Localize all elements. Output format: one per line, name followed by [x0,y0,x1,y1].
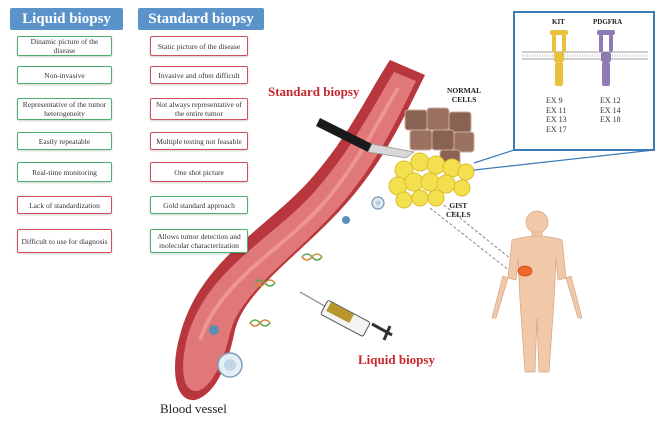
liquid-biopsy-item: Non-invasive [17,66,112,84]
standard-biopsy-label: Standard biopsy [268,84,360,99]
kit-exon: EX 11 [546,105,567,115]
standard-biopsy-item: Allows tumor detection and molecular cha… [150,229,248,253]
kit-label: KIT [552,18,565,26]
stomach-tumor-icon [517,265,533,277]
standard-biopsy-item: One shot picture [150,162,248,182]
pdgfra-exon: EX 14 [600,105,621,115]
standard-biopsy-item: Gold standard approach [150,196,248,214]
standard-biopsy-item: Static picture of the disease [150,36,248,56]
liquid-biopsy-item: Easily repeatable [17,132,112,150]
liquid-biopsy-item: Real-time monitoring [17,162,112,182]
human-body-icon [491,210,583,373]
kit-exon: EX 13 [546,115,567,124]
liquid-biopsy-item: Dinamic picture of the disease [17,36,112,56]
syringe-icon [299,291,393,341]
kit-exon-list: EX 9 EX 11 EX 13 EX 17 [546,96,567,134]
receptor-inset [513,11,655,151]
scalpel-icon [316,118,415,159]
pdgfra-label: PDGFRA [593,18,623,26]
pdgfra-exon-list: EX 12 EX 14 EX 18 [600,96,621,125]
standard-biopsy-item: Invasive and often difficult [150,66,248,84]
liquid-biopsy-item: Representative of the tumor heterogeneit… [17,98,112,120]
pdgfra-receptor-icon [597,30,615,86]
liquid-biopsy-item: Difficult to use for diagnosis [17,229,112,253]
pdgfra-exon: EX 18 [600,115,621,124]
zoom-lines [429,149,655,276]
circulating-cells [209,196,385,378]
liquid-biopsy-label: Liquid biopsy [358,352,435,367]
liquid-biopsy-header: Liquid biopsy [10,8,123,30]
standard-biopsy-item: Not always representative of the entire … [150,98,248,120]
dna-fragment-icon [249,253,323,327]
normal-cells-label: NORMAL CELLS [447,86,482,104]
gist-cells-label: GIST CELLS [446,201,471,219]
kit-exon: EX 17 [546,124,567,134]
kit-exon: EX 9 [546,96,563,105]
blood-vessel-label: Blood vessel [160,401,227,416]
gist-cells [388,152,475,209]
standard-biopsy-item: Multiple testing not feasable [150,132,248,150]
pdgfra-exon: EX 12 [600,96,621,105]
liquid-biopsy-item: Lack of standardization [17,196,112,214]
standard-biopsy-header: Standard biopsy [138,8,264,30]
kit-receptor-icon [550,30,568,86]
